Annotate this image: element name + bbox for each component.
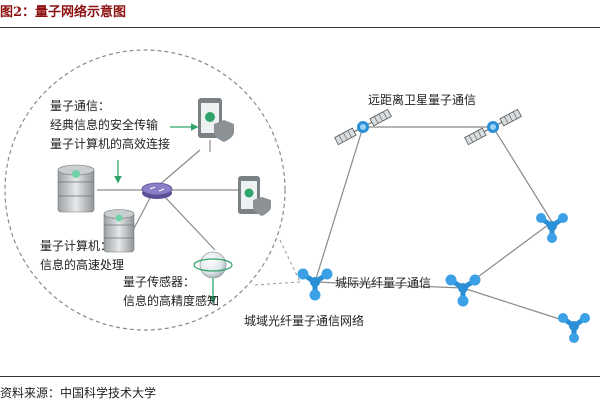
server-icon-left [57, 164, 95, 213]
label-metro: 城域光纤量子通信网络 [244, 313, 364, 328]
network-node-lower-right [558, 313, 590, 343]
connector-line-lower [254, 281, 301, 286]
network-node-metro [297, 268, 333, 301]
label-computer-title: 量子计算机： [40, 238, 112, 253]
network-node-intercity [445, 274, 481, 307]
satellite-icon-left [334, 108, 392, 146]
figure-source: 资料来源：中国科学技术大学 [0, 386, 157, 400]
label-sensor-desc: 信息的高精度感知 [123, 293, 219, 308]
figure-title: 图2：量子网络示意图 [0, 5, 127, 20]
top-rule [0, 27, 600, 28]
quantum-sensor-icon [193, 251, 233, 279]
inset-dashed-circle [4, 49, 286, 331]
connector-line-upper [279, 239, 301, 283]
label-comm-line1: 经典信息的安全传输 [50, 117, 158, 132]
network-node-upper-right [536, 213, 568, 243]
label-comm-line2: 量子计算机的高效连接 [50, 136, 170, 151]
bottom-rule [0, 376, 600, 377]
quantum-network-diagram: 量子通信： 经典信息的安全传输 量子计算机的高效连接 量子计算机： 信息的高速处… [4, 49, 590, 343]
phone-icon-right [238, 176, 271, 216]
satellite-icon-right [464, 108, 522, 146]
phone-icon-top [198, 98, 234, 142]
label-satellite: 远距离卫星量子通信 [368, 92, 476, 107]
label-computer-desc: 信息的高速处理 [40, 257, 124, 272]
server-icon-lower [103, 209, 135, 253]
router-icon [141, 182, 173, 199]
wide-area-links [314, 126, 573, 324]
label-sensor-title: 量子传感器： [123, 274, 195, 289]
label-comm-title: 量子通信： [50, 99, 110, 113]
label-intercity: 城际光纤量子通信 [335, 276, 431, 290]
